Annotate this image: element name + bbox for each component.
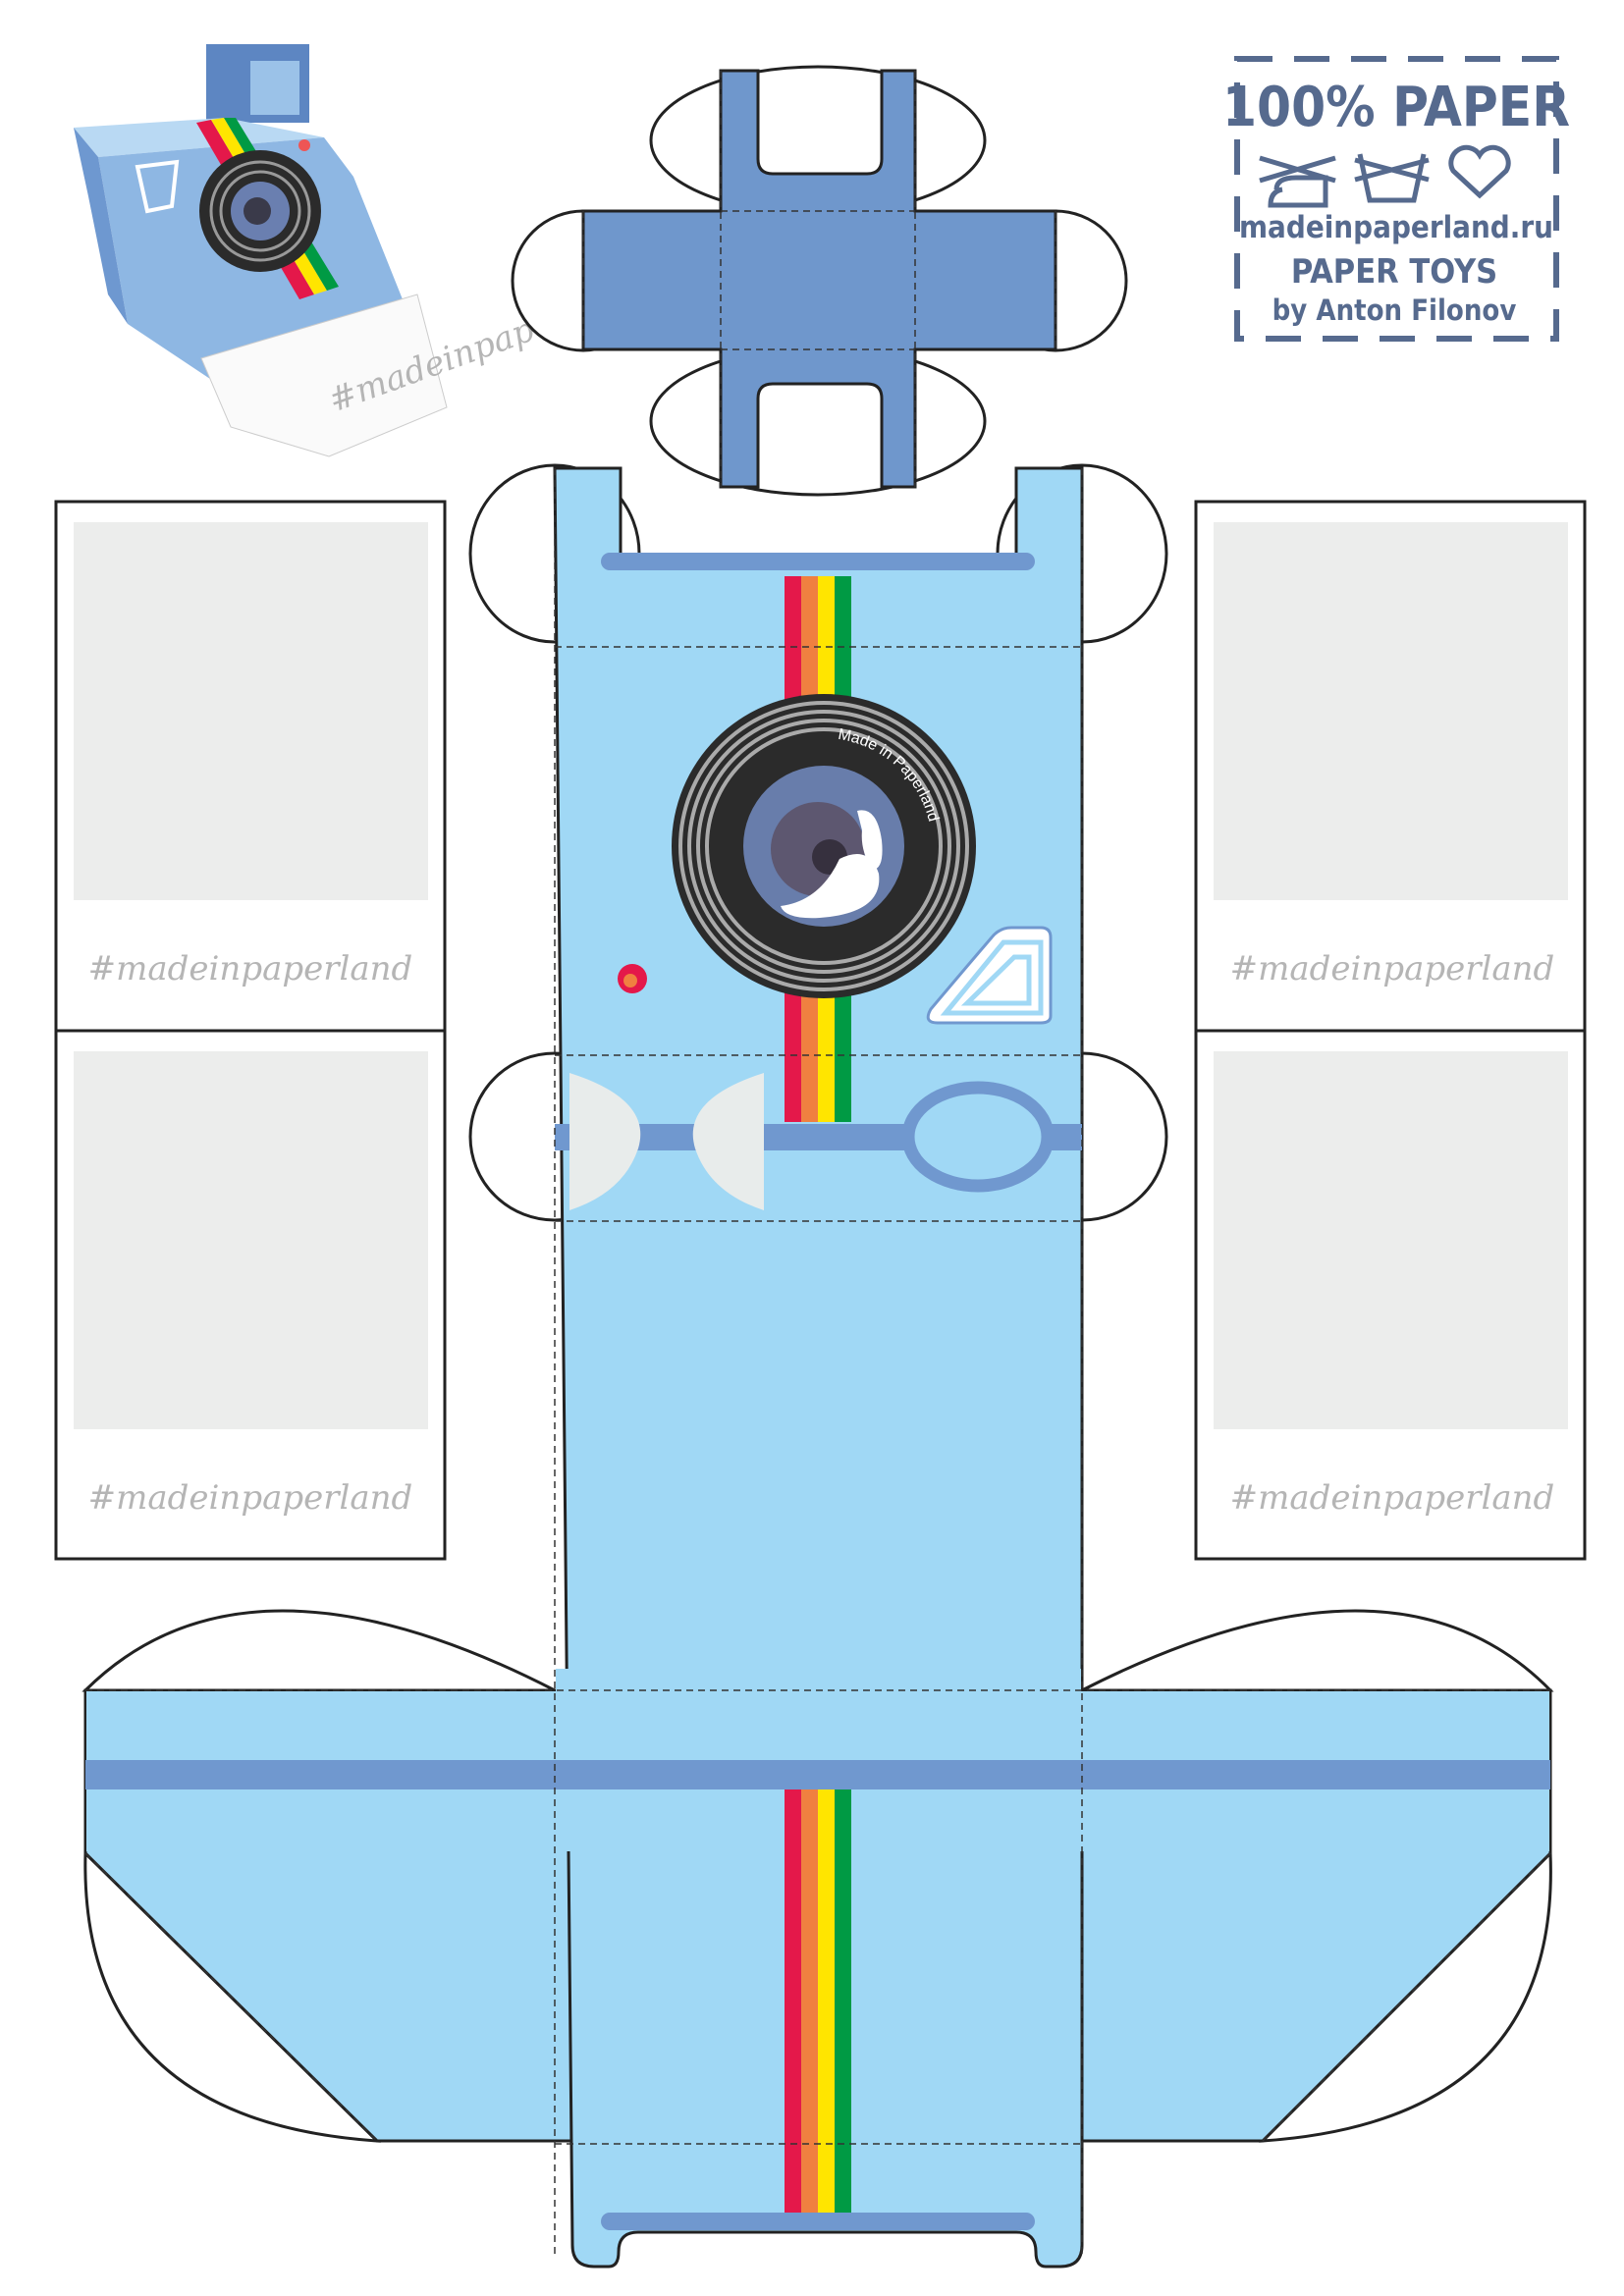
photo-cards: #madeinpaperland #madeinpaperland #madei… [54,500,1587,1561]
half-lens-right [692,1073,764,1210]
viewfinder-net [511,65,1128,497]
card-tag: #madeinpaperland [88,1478,413,1518]
stamp-website: madeinpaperland.ru [1239,210,1553,245]
no-iron-icon [1259,155,1336,208]
stamp-headline: 100% PAPER [1222,76,1570,139]
photo-card: #madeinpaperland [1194,1029,1587,1561]
lens: Made in Paperland [672,694,976,998]
photo-card: #madeinpaperland [54,500,447,1033]
card-tag: #madeinpaperland [1230,1478,1555,1518]
flash-window [926,926,1053,1025]
viewfinder-window [901,1081,1055,1193]
photo-card: #madeinpaperland [1194,500,1587,1033]
card-tag: #madeinpaperland [88,949,413,988]
heart-icon [1448,144,1511,199]
half-lens-left [569,1073,641,1210]
camera-body-net: Made in Paperland [81,463,1554,2269]
stamp-author: by Anton Filonov [1272,294,1517,327]
card-tag: #madeinpaperland [1230,949,1555,988]
no-wash-icon [1354,153,1430,203]
photo-card: #madeinpaperland [54,1029,447,1561]
stamp-subtitle: PAPER TOYS [1291,252,1497,292]
paper-toys-stamp: 100% PAPER madeinpaperland.ru PAPER TOYS… [1222,56,1570,342]
